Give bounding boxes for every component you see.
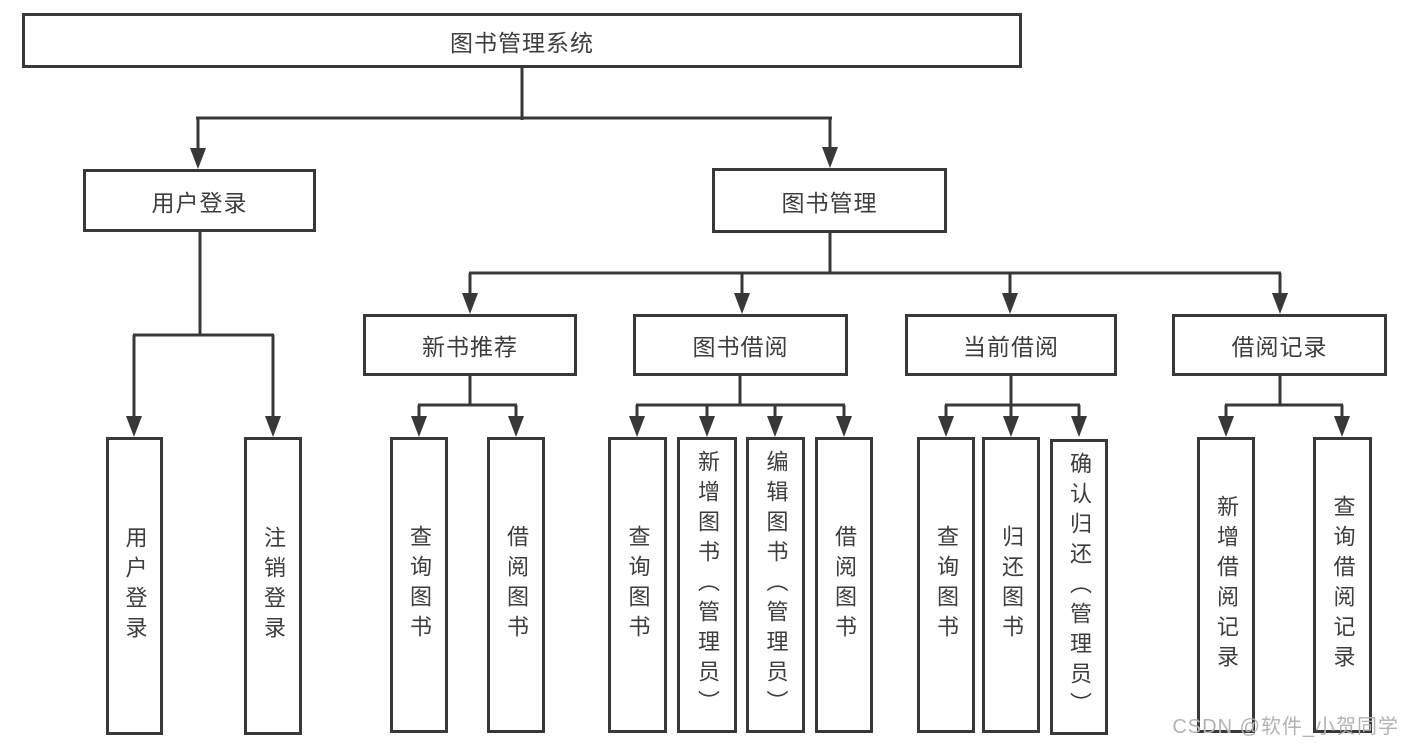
node-user-login-module: 用户登录 xyxy=(83,169,316,232)
node-borrow-books: 借阅图书 xyxy=(487,437,545,733)
node-logout: 注销登录 xyxy=(244,437,302,735)
node-library-management-system: 图书管理系统 xyxy=(22,13,1022,68)
node-return-books: 归还图书 xyxy=(982,437,1040,733)
node-add-borrow-record: 新增借阅记录 xyxy=(1197,437,1255,733)
node-confirm-return-admin: 确认归还（管理员） xyxy=(1050,439,1108,735)
node-query-books: 查询图书 xyxy=(390,437,448,733)
watermark-text: CSDN @软件_小贺同学 xyxy=(1172,716,1399,738)
node-new-book-recommendation: 新书推荐 xyxy=(363,314,577,376)
node-borrow-books: 借阅图书 xyxy=(815,437,873,733)
node-query-books: 查询图书 xyxy=(608,437,667,733)
node-query-books: 查询图书 xyxy=(917,437,975,733)
node-current-borrowing: 当前借阅 xyxy=(905,314,1117,376)
node-book-management-module: 图书管理 xyxy=(712,168,947,233)
node-book-borrowing: 图书借阅 xyxy=(633,314,848,376)
node-user-login: 用户登录 xyxy=(106,437,163,735)
node-add-books-admin: 新增图书（管理员） xyxy=(677,437,737,733)
node-query-borrow-record: 查询借阅记录 xyxy=(1313,437,1372,733)
tree-edges xyxy=(132,68,1344,420)
arrowhead-icons xyxy=(126,147,1350,437)
node-edit-books-admin: 编辑图书（管理员） xyxy=(746,437,805,733)
node-borrowing-records: 借阅记录 xyxy=(1172,314,1387,376)
